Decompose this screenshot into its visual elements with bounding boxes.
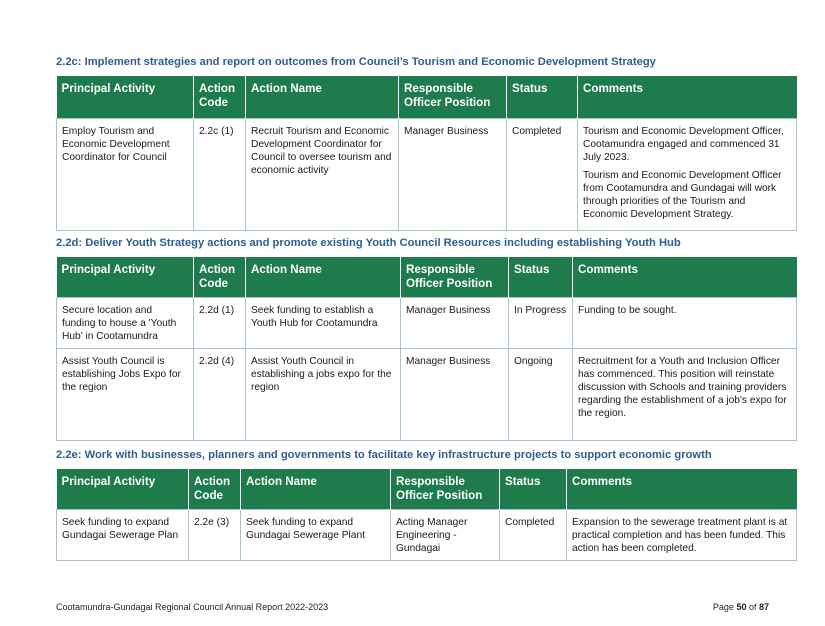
footer-report-title: Cootamundra-Gundagai Regional Council An…: [56, 602, 329, 612]
header-comments: Comments: [577, 76, 797, 118]
cell-action-code: 2.2d (4): [193, 347, 246, 441]
header-action-name: Action Name: [245, 257, 401, 297]
action-table-2-2d: Principal Activity Action Code Action Na…: [56, 257, 797, 441]
cell-action-code: 2.2d (1): [193, 296, 246, 349]
cell-responsible-officer: Manager Business: [400, 296, 509, 349]
table-row: Secure location and funding to house a '…: [56, 296, 797, 349]
cell-action-name: Recruit Tourism and Economic Development…: [245, 117, 399, 231]
comment-paragraph: Tourism and Economic Development Officer…: [583, 169, 782, 220]
page-of: of: [746, 602, 759, 612]
header-responsible-officer: Responsible Officer Position: [398, 76, 507, 118]
header-status: Status: [499, 469, 567, 509]
section-heading-2-2c: 2.2c: Implement strategies and report on…: [56, 56, 656, 68]
cell-action-name: Seek funding to establish a Youth Hub fo…: [245, 296, 401, 349]
comment-paragraph: Tourism and Economic Development Officer…: [583, 125, 784, 163]
cell-status: In Progress: [508, 296, 573, 349]
cell-action-name: Seek funding to expand Gundagai Sewerage…: [240, 508, 391, 561]
table-row: Seek funding to expand Gundagai Sewerage…: [56, 508, 797, 561]
header-principal-activity: Principal Activity: [56, 469, 189, 509]
header-comments: Comments: [566, 469, 797, 509]
cell-principal-activity: Assist Youth Council is establishing Job…: [56, 347, 194, 441]
cell-comments: Expansion to the sewerage treatment plan…: [566, 508, 797, 561]
header-principal-activity: Principal Activity: [56, 257, 194, 297]
header-action-name: Action Name: [240, 469, 391, 509]
cell-status: Completed: [506, 117, 578, 231]
cell-comments: Funding to be sought.: [572, 296, 797, 349]
header-responsible-officer: Responsible Officer Position: [400, 257, 509, 297]
page-current: 50: [736, 602, 747, 612]
action-table-2-2e: Principal Activity Action Code Action Na…: [56, 469, 797, 561]
cell-responsible-officer: Manager Business: [400, 347, 509, 441]
section-heading-2-2d: 2.2d: Deliver Youth Strategy actions and…: [56, 237, 681, 249]
cell-responsible-officer: Manager Business: [398, 117, 507, 231]
header-principal-activity: Principal Activity: [56, 76, 194, 118]
cell-principal-activity: Employ Tourism and Economic Development …: [56, 117, 194, 231]
page-total: 87: [758, 602, 769, 612]
cell-status: Completed: [499, 508, 567, 561]
section-heading-2-2e: 2.2e: Work with businesses, planners and…: [56, 449, 712, 461]
table-row: Employ Tourism and Economic Development …: [56, 117, 797, 231]
cell-comments: Recruitment for a Youth and Inclusion Of…: [572, 347, 797, 441]
page-prefix: Page: [712, 602, 737, 612]
header-status: Status: [508, 257, 573, 297]
header-responsible-officer: Responsible Officer Position: [390, 469, 500, 509]
cell-comments: Tourism and Economic Development Officer…: [577, 117, 797, 231]
cell-status: Ongoing: [508, 347, 573, 441]
cell-principal-activity: Seek funding to expand Gundagai Sewerage…: [56, 508, 189, 561]
header-action-code: Action Code: [193, 76, 246, 118]
cell-action-name: Assist Youth Council in establishing a j…: [245, 347, 401, 441]
table-header-row: Principal Activity Action Code Action Na…: [56, 76, 797, 118]
header-action-code: Action Code: [193, 257, 246, 297]
footer-page-number: Page 50 of 87: [713, 602, 769, 612]
action-table-2-2c: Principal Activity Action Code Action Na…: [56, 76, 797, 231]
cell-principal-activity: Secure location and funding to house a '…: [56, 296, 194, 349]
header-action-name: Action Name: [245, 76, 399, 118]
cell-action-code: 2.2c (1): [193, 117, 246, 231]
table-header-row: Principal Activity Action Code Action Na…: [56, 469, 797, 509]
table-row: Assist Youth Council is establishing Job…: [56, 347, 797, 441]
header-status: Status: [506, 76, 578, 118]
table-header-row: Principal Activity Action Code Action Na…: [56, 257, 797, 297]
cell-action-code: 2.2e (3): [188, 508, 241, 561]
header-comments: Comments: [572, 257, 797, 297]
header-action-code: Action Code: [188, 469, 241, 509]
cell-responsible-officer: Acting Manager Engineering - Gundagai: [390, 508, 500, 561]
